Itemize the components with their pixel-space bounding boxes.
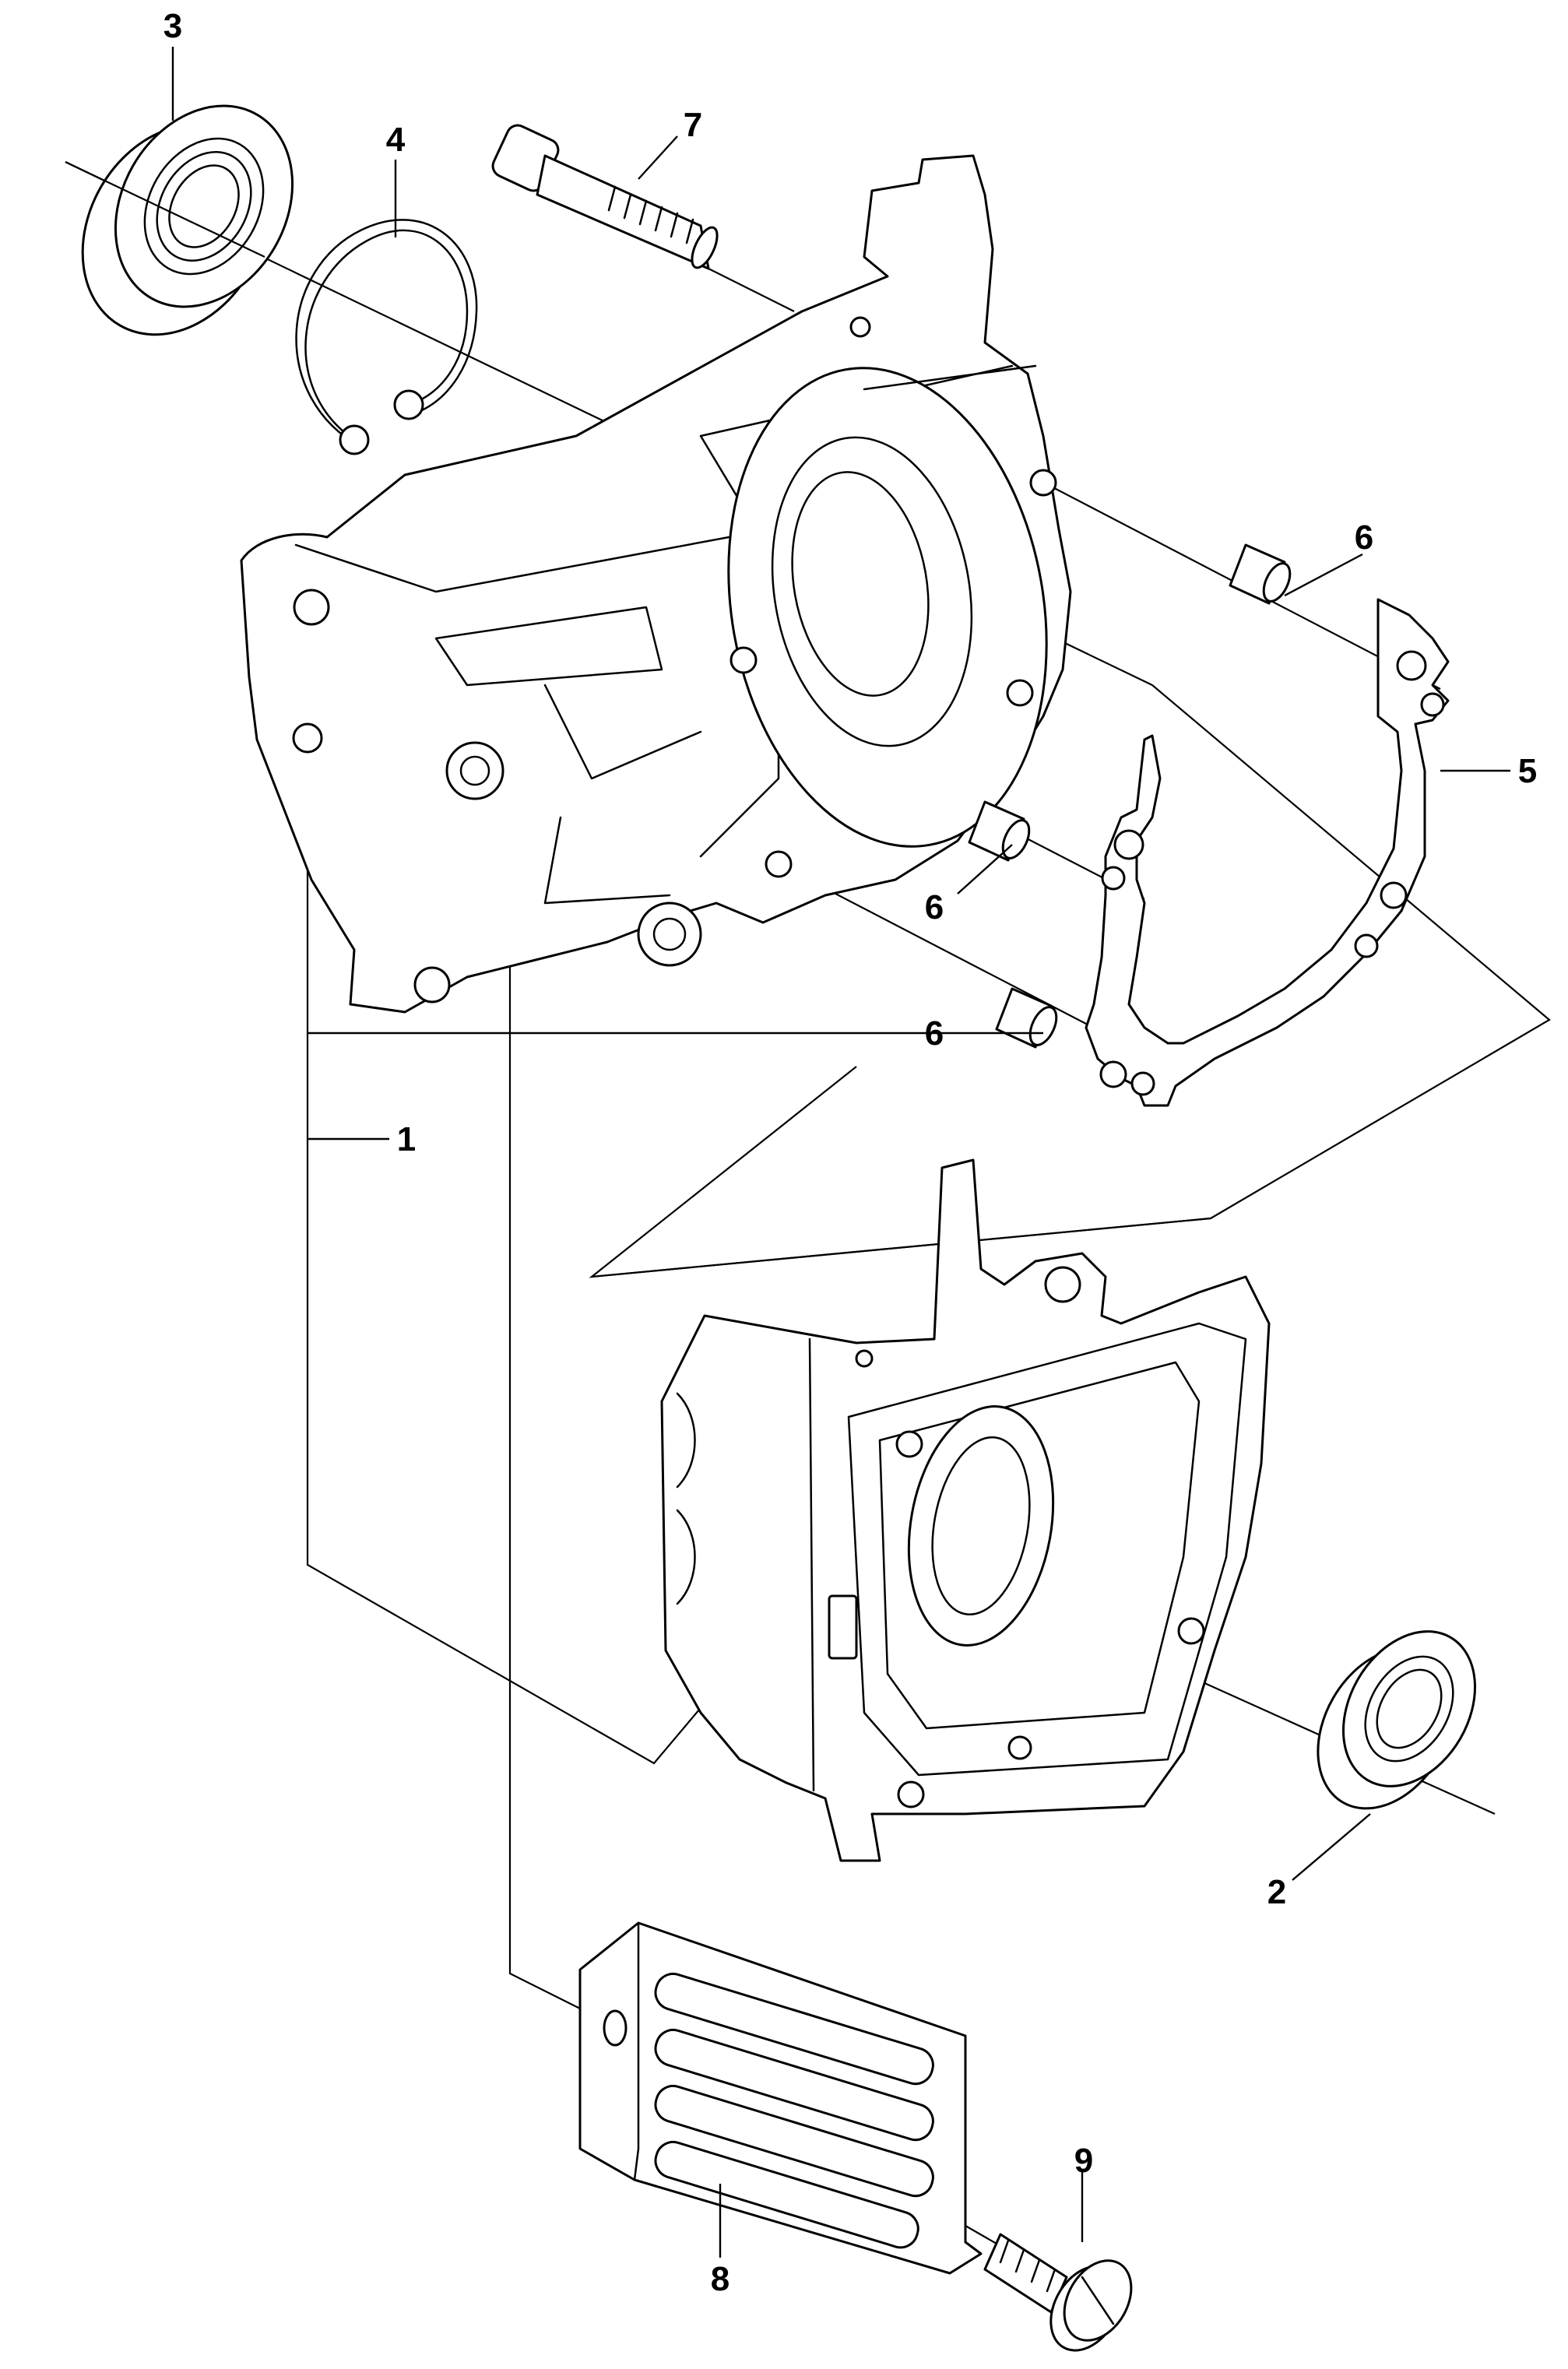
callout-3: 3	[163, 7, 182, 45]
bolt	[491, 124, 719, 270]
gasket	[1085, 598, 1450, 1107]
callout-4: 4	[386, 121, 406, 159]
callout-2: 2	[1267, 1873, 1286, 1911]
dowel-pin-lower	[995, 987, 1058, 1049]
callout-5: 5	[1518, 752, 1537, 790]
circlip	[295, 219, 478, 455]
crankcase-lower-half	[660, 1158, 1271, 1862]
dowel-pin-upper	[1229, 543, 1292, 605]
callout-6-lower: 6	[925, 1014, 944, 1053]
screw	[983, 2233, 1133, 2352]
callout-7: 7	[684, 106, 702, 144]
crankcase-upper-half	[240, 154, 1072, 1014]
callout-6-middle: 6	[925, 888, 944, 926]
heat-shield	[578, 1921, 983, 2275]
callout-leaders	[171, 47, 1510, 2258]
callout-8: 8	[711, 2260, 730, 2298]
callout-labels: 3 4 7 6 5 6 6 1 2 8 9	[163, 7, 1537, 2298]
callout-6-upper: 6	[1355, 518, 1373, 557]
oil-seal-right	[1317, 1630, 1477, 1810]
callout-9: 9	[1074, 2142, 1093, 2180]
callout-1: 1	[397, 1120, 416, 1158]
oil-seal-top	[65, 104, 294, 336]
